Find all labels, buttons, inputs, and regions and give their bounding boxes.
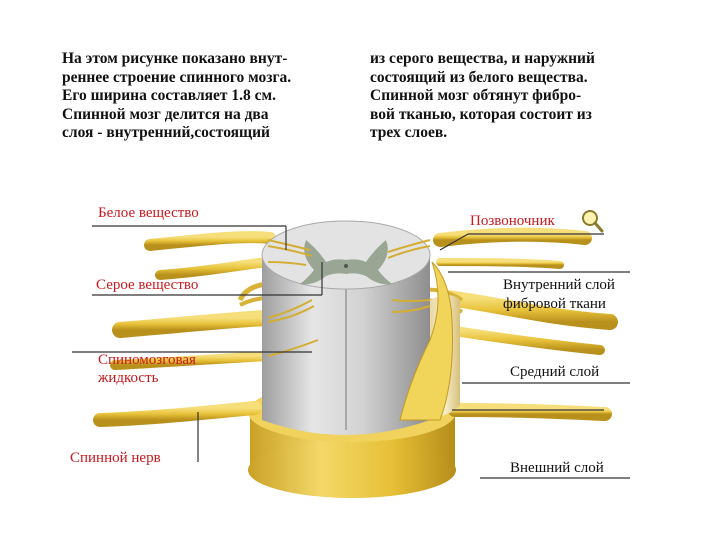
label-middle-layer: Средний слой bbox=[510, 364, 599, 381]
label-csf-line2: жидкость bbox=[98, 370, 158, 387]
label-inner-layer-line2: фибровой ткани bbox=[503, 296, 606, 313]
label-gray-matter: Серое вещество bbox=[96, 277, 198, 294]
label-spinal-nerve: Спинной нерв bbox=[70, 450, 161, 467]
nerve-roots-left bbox=[115, 237, 270, 365]
label-vertebra: Позвоночник bbox=[470, 213, 555, 230]
label-outer-layer: Внешний слой bbox=[510, 460, 604, 477]
spinal-nerve-shape bbox=[100, 408, 255, 420]
magnifier-icon[interactable] bbox=[583, 211, 602, 231]
label-inner-layer-line1: Внутренний слой bbox=[503, 277, 615, 294]
label-csf-line1: Спиномозговая bbox=[98, 352, 196, 369]
label-white-matter: Белое вещество bbox=[98, 205, 199, 222]
